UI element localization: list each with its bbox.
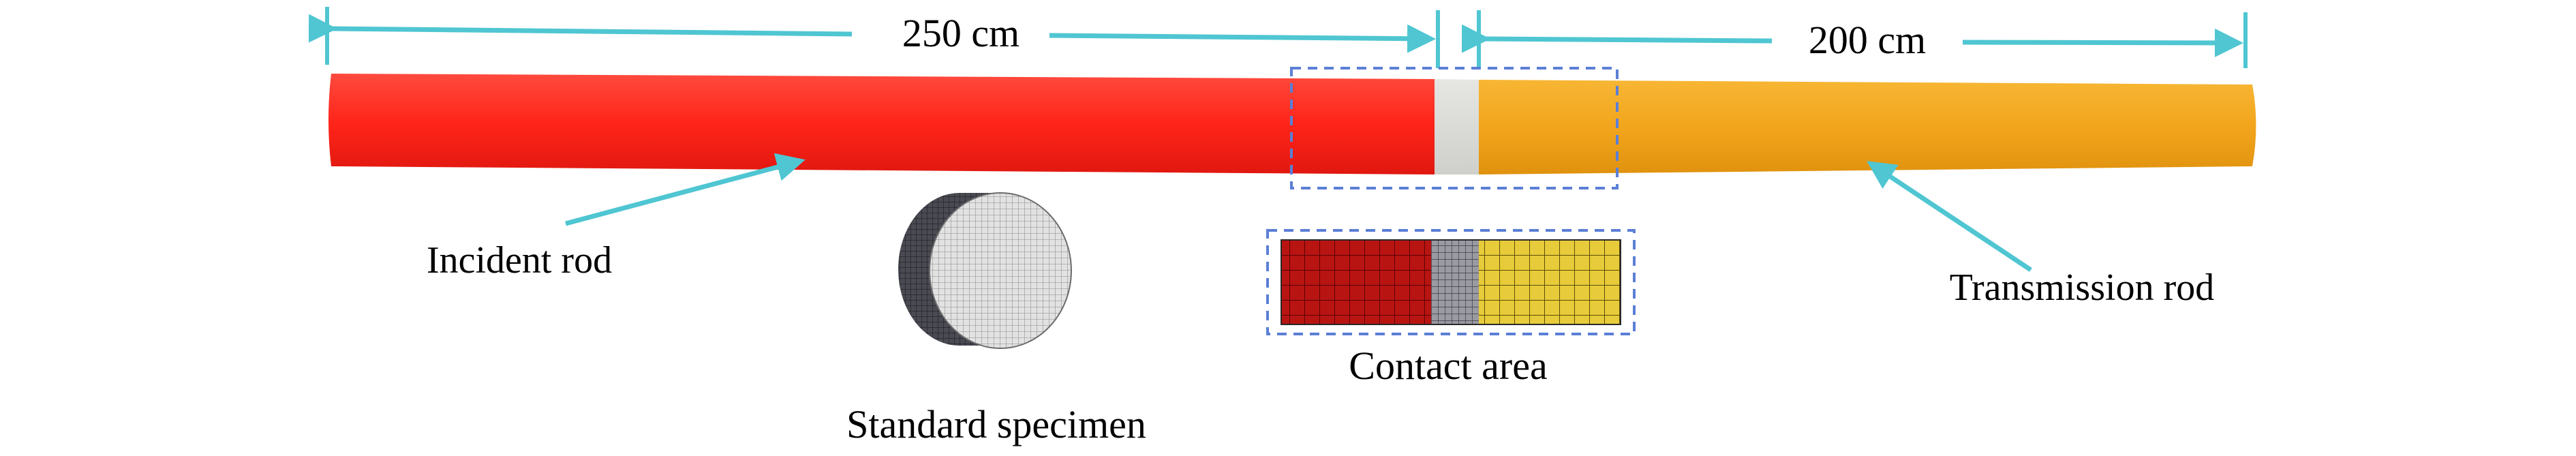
incident-rod — [328, 74, 1435, 174]
incident-rod-body — [328, 74, 1435, 174]
contact-area-label: Contact area — [1349, 344, 1547, 388]
incident-pointer-arrow — [565, 153, 806, 226]
transmission-rod-body — [1479, 80, 2256, 174]
dim-arrow-incident-left — [308, 14, 853, 43]
dim-arrow-transmission-left — [1461, 24, 1773, 53]
contact-area-box — [1266, 229, 1636, 335]
specimen-in-bar — [1435, 79, 1479, 174]
standard-specimen-mesh — [898, 192, 1072, 349]
standard-specimen-label: Standard specimen — [846, 402, 1146, 446]
contact-zone-box — [1290, 67, 1619, 189]
specimen-cylinder — [1435, 79, 1479, 174]
transmission-length-label: 200 cm — [1809, 18, 1926, 62]
contact-mesh-specimen — [1431, 240, 1479, 324]
incident-length-label: 250 cm — [902, 11, 1019, 55]
transmission-rod — [1479, 80, 2256, 174]
transmission-pointer-arrow — [1867, 161, 2032, 272]
transmission-rod-label: Transmission rod — [1950, 267, 2214, 309]
dimension-incident: 250 cm — [308, 7, 1440, 68]
specimen-front-face — [929, 192, 1072, 349]
contact-area-inset — [1266, 229, 1636, 335]
contact-mesh-outline — [1281, 239, 1621, 325]
contact-mesh-incident — [1281, 240, 1431, 324]
dim-arrow-incident-right — [1049, 24, 1436, 53]
incident-rod-label: Incident rod — [427, 239, 612, 282]
contact-mesh-transmission — [1479, 240, 1621, 324]
dim-arrow-transmission-right — [1962, 28, 2243, 57]
dimension-transmission: 200 cm — [1461, 10, 2248, 68]
